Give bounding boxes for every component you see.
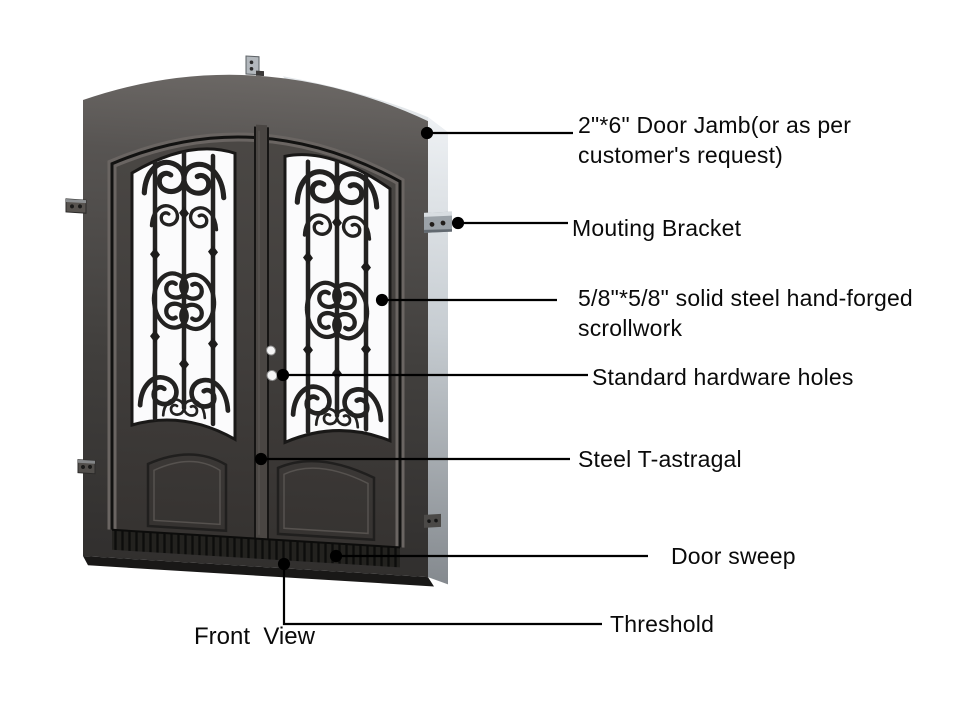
callout-dot	[277, 557, 291, 571]
callout-dot	[254, 452, 268, 466]
scrollwork	[140, 144, 228, 427]
right-door-bottom-panel	[276, 459, 376, 542]
callout-door-jamb	[420, 126, 573, 140]
callout-hardware-holes	[276, 368, 588, 382]
callout-dot	[375, 293, 389, 307]
mounting-bracket-top	[245, 55, 264, 77]
callout-lines	[254, 126, 648, 626]
callout-label-scrollwork: 5/8"*5/8" solid steel hand-forged scroll…	[578, 285, 913, 341]
right-door-glass-panel	[283, 153, 392, 445]
scrollwork	[293, 153, 381, 435]
callout-label-door-sweep: Door sweep	[671, 543, 796, 569]
mounting-bracket-left-upper	[65, 198, 87, 214]
mounting-bracket-right-lower	[424, 513, 441, 528]
callout-label-threshold: Threshold	[610, 611, 715, 637]
mounting-bracket-right	[424, 211, 452, 233]
front-view-caption: Front View	[194, 623, 315, 650]
callout-label-mounting-bracket: Mouting Bracket	[572, 215, 742, 241]
callout-label-door-jamb: 2"*6" Door Jamb(or as per customer's req…	[578, 112, 852, 168]
callout-scrollwork	[375, 293, 557, 307]
callout-label-hardware-holes: Standard hardware holes	[592, 364, 854, 390]
door-jamb-frame	[83, 74, 428, 578]
callout-dot	[329, 549, 343, 563]
callout-mounting-bracket	[451, 216, 568, 230]
steel-t-astragal	[254, 124, 269, 540]
callout-threshold	[277, 557, 602, 626]
left-door-glass-panel	[130, 144, 237, 442]
mounting-bracket-left-lower	[77, 459, 96, 475]
callout-label-astragal: Steel T-astragal	[578, 446, 742, 472]
callout-dot	[420, 126, 434, 140]
door-illustration	[65, 55, 452, 587]
threshold-under-edge	[83, 556, 434, 587]
callout-door-sweep	[329, 549, 648, 563]
leader-line	[282, 564, 602, 626]
left-door-bottom-panel	[146, 453, 228, 533]
hardware-holes	[266, 345, 278, 382]
callout-dot	[276, 368, 290, 382]
door-sweep-strip	[112, 529, 400, 568]
callout-astragal	[254, 452, 570, 466]
callout-dot	[451, 216, 465, 230]
